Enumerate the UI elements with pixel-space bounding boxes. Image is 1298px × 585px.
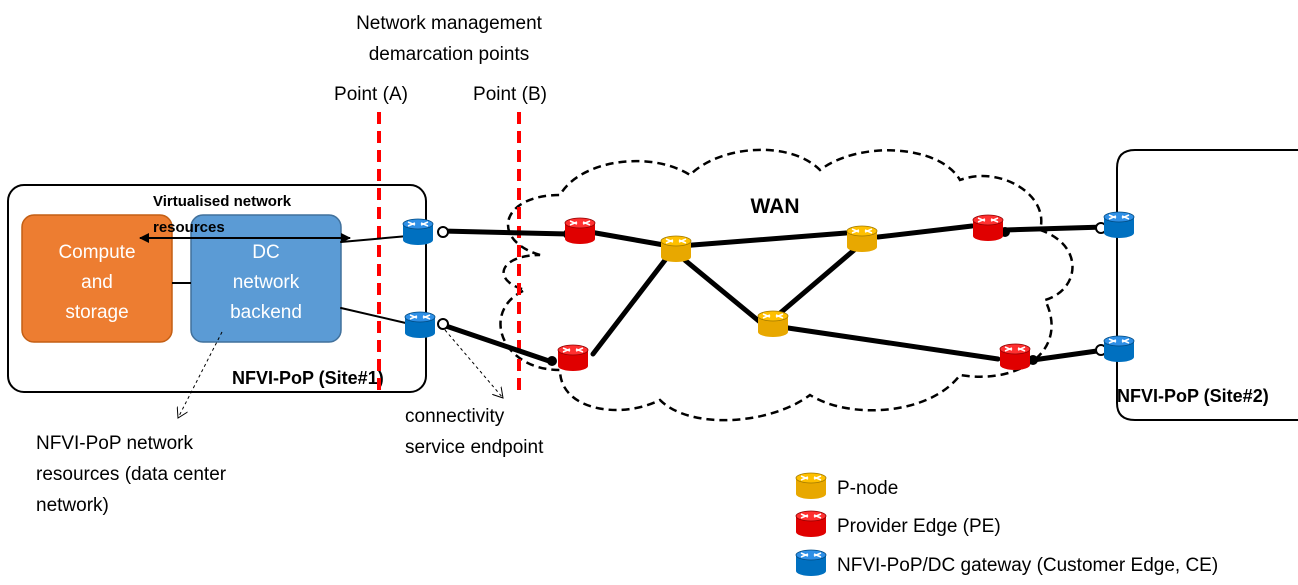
dc-label-3: backend [230, 302, 302, 323]
nfvi-res-line-3: network) [36, 495, 109, 516]
conn-endpoint-pointer [444, 329, 503, 398]
site2-box [1116, 149, 1298, 421]
router-pe-top-left [564, 217, 596, 244]
nfvi-resources-pointer [178, 331, 223, 418]
legend-p-node: P-node [795, 472, 898, 499]
legend-pe-label: Provider Edge (PE) [837, 516, 1001, 537]
virt-label-2: resources [153, 219, 225, 236]
router-pe-bottom-right [999, 343, 1031, 370]
wan-cloud [499, 148, 1074, 422]
dc-network-backend-box: DC network backend [190, 214, 342, 343]
port-markers [437, 222, 1107, 366]
nfvi-resources-annotation: NFVI-PoP network resources (data center … [36, 433, 227, 516]
compute-label-3: storage [65, 302, 128, 323]
conn-endpoint-annotation: connectivity service endpoint [405, 406, 544, 458]
legend-p-node-label: P-node [837, 478, 898, 499]
compute-label-1: Compute [58, 242, 135, 263]
nfvi-res-line-2: resources (data center [36, 464, 227, 485]
wan-label: WAN [751, 195, 800, 218]
virt-label-1: Virtualised network [153, 193, 292, 210]
site2-title: NFVI-PoP (Site#2) [1117, 386, 1269, 406]
router-pe-top-right [972, 214, 1004, 241]
router-p-node-right [846, 225, 878, 252]
header-line-1: Network management [356, 13, 543, 34]
pe-router-icon [795, 510, 827, 537]
router-ce-site1-top [402, 218, 434, 245]
router-p-node-center [757, 310, 789, 337]
dc-label-1: DC [252, 242, 279, 263]
point-b-label: Point (B) [473, 84, 547, 105]
router-ce-site1-bottom [404, 311, 436, 338]
site1-title: NFVI-PoP (Site#1) [232, 368, 384, 388]
header-line-2: demarcation points [369, 44, 530, 65]
p-node-router-icon [795, 472, 827, 499]
site1-box [7, 184, 427, 393]
legend-pe: Provider Edge (PE) [795, 510, 1001, 537]
network-links [340, 223, 1108, 365]
legend-ce-label: NFVI-PoP/DC gateway (Customer Edge, CE) [837, 555, 1218, 576]
router-p-node-left [660, 235, 692, 262]
router-pe-bottom-left [557, 344, 589, 371]
nfvi-res-line-1: NFVI-PoP network [36, 433, 193, 454]
router-ce-site2-top [1103, 211, 1135, 238]
legend-ce: NFVI-PoP/DC gateway (Customer Edge, CE) [795, 549, 1218, 576]
point-a-label: Point (A) [334, 84, 408, 105]
compute-storage-box: Compute and storage [21, 214, 173, 343]
dc-label-2: network [233, 272, 300, 293]
compute-label-2: and [81, 272, 113, 293]
conn-line-2: service endpoint [405, 437, 544, 458]
router-ce-site2-bottom [1103, 335, 1135, 362]
ce-router-icon [795, 549, 827, 576]
legend: P-node Provider Edge (PE) NFVI-PoP/DC ga… [795, 472, 1218, 576]
conn-line-1: connectivity [405, 406, 505, 427]
demarcation-header: Network management demarcation points Po… [334, 13, 547, 105]
